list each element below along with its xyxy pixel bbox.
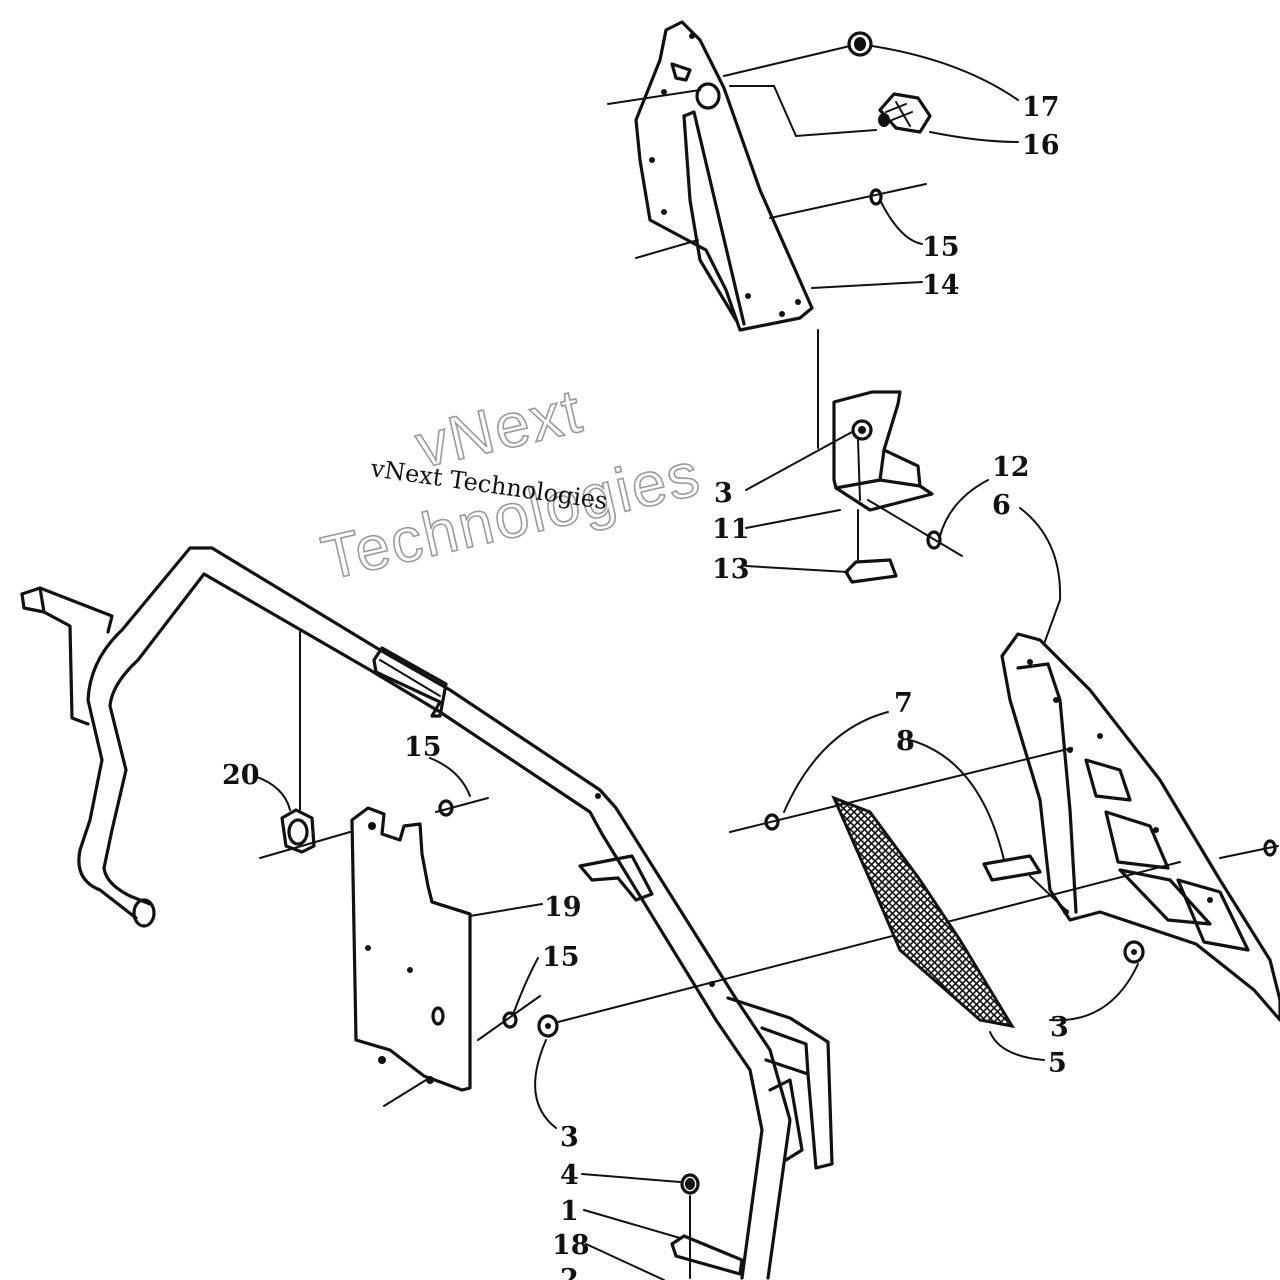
callout-17: 17	[1022, 92, 1060, 123]
callout-1: 1	[560, 1196, 579, 1227]
leader-lines	[253, 45, 1139, 1280]
bushing-part-16	[878, 92, 932, 134]
mounting-plate-part-19	[350, 806, 472, 1107]
nut-part-3-right	[1123, 940, 1145, 964]
bolt-part-15-upper	[769, 183, 927, 219]
callout-3-right: 3	[1050, 1012, 1069, 1043]
mesh-screen-part-5	[831, 795, 1016, 1029]
screw-part-12	[867, 499, 963, 557]
callout-5: 5	[1048, 1048, 1067, 1079]
bracket-part-1	[670, 1234, 744, 1276]
callout-2: 2	[560, 1264, 579, 1280]
callout-19: 19	[544, 892, 582, 923]
callout-6: 6	[992, 490, 1011, 521]
spacer-part-8	[982, 854, 1069, 913]
callout-15-middle: 15	[404, 732, 442, 763]
callout-4: 4	[560, 1160, 579, 1191]
nut-part-3-left	[537, 861, 1181, 1038]
tubular-frame	[20, 546, 834, 1280]
callout-15: 15	[922, 232, 960, 263]
upper-bracket-plate	[634, 20, 814, 332]
callout-20: 20	[222, 760, 260, 791]
bolt-part-15-middle	[435, 797, 489, 817]
callout-labels: 17 16 15 14 3 11 13 12 6 7 8 15 20 19 15…	[222, 92, 1069, 1280]
angle-bracket-part-11	[832, 390, 934, 512]
watermark: vNext Technologies vNext Technologies	[315, 376, 708, 595]
bolt-part-15-lower	[477, 995, 541, 1041]
screw-part-7	[729, 747, 1073, 833]
callout-11: 11	[712, 514, 750, 545]
callout-7: 7	[894, 688, 913, 719]
callout-12: 12	[992, 452, 1030, 483]
callout-16: 16	[1022, 130, 1060, 161]
callout-14: 14	[922, 270, 960, 301]
callout-13: 13	[712, 554, 750, 585]
callout-15-lower: 15	[542, 942, 580, 973]
callout-3: 3	[714, 478, 733, 509]
block-part-20	[259, 631, 351, 859]
callout-8: 8	[896, 726, 915, 757]
side-panel-part-6	[1000, 632, 1280, 1022]
clip-part-13	[844, 509, 898, 584]
washer-part-17	[847, 31, 873, 57]
callout-3-left: 3	[560, 1122, 579, 1153]
callout-18: 18	[552, 1230, 590, 1261]
